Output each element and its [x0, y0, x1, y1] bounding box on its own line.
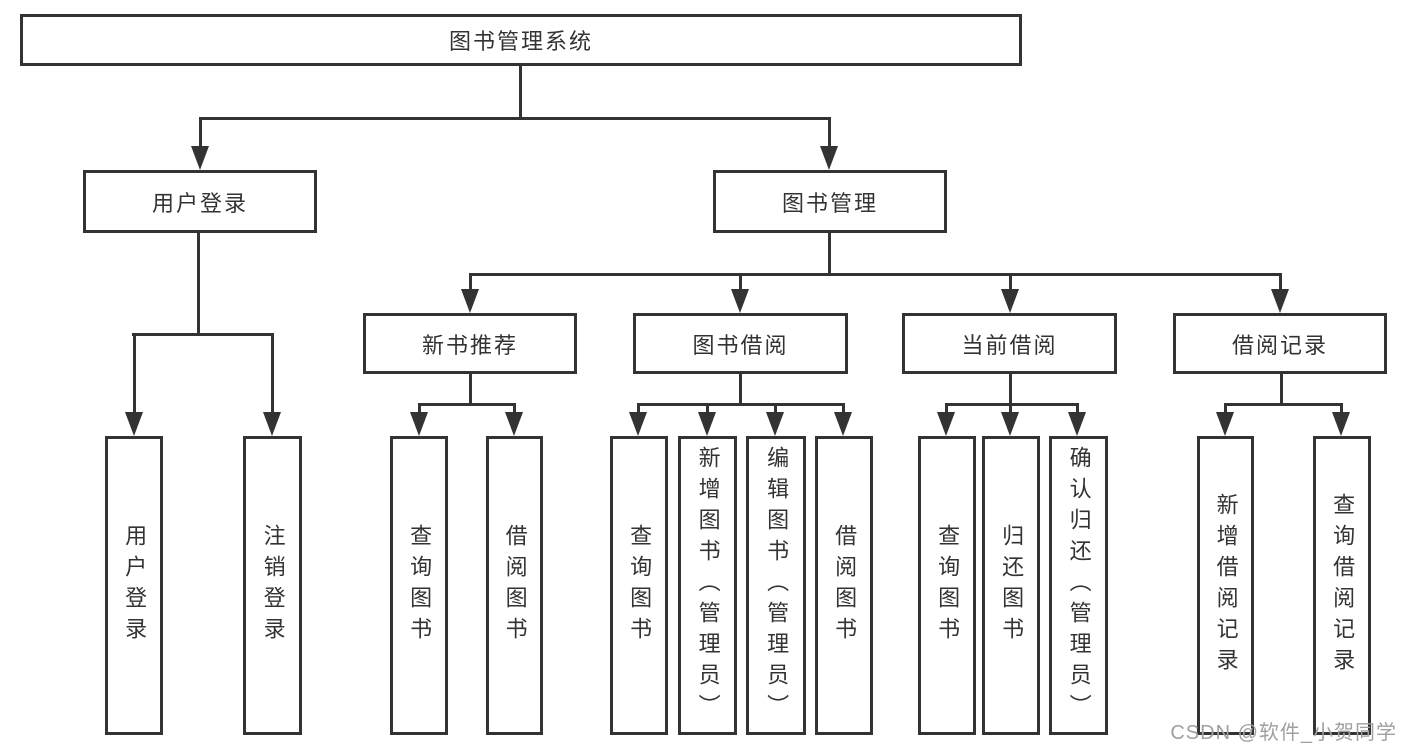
node-nbr-borrow-books: 借阅图书 — [486, 436, 543, 735]
connector-nbr-split — [418, 403, 516, 406]
connector-user-login-stem — [197, 233, 200, 333]
connector-root-stem — [519, 66, 522, 117]
arrowhead-bb-borrow — [834, 412, 852, 436]
watermark: CSDN @软件_小贺同学 — [1170, 722, 1397, 744]
connector-cb-stem — [1009, 374, 1012, 403]
node-new-book-recommend: 新书推荐 — [363, 313, 577, 374]
arrowhead-borrow-records — [1271, 289, 1289, 313]
connector-drop-nbr-borrow — [513, 403, 516, 413]
node-user-login: 用户登录 — [83, 170, 317, 233]
arrowhead-user-login — [191, 146, 209, 170]
node-bb-borrow-books: 借阅图书 — [815, 436, 873, 735]
arrowhead-bb-add — [698, 412, 716, 436]
arrowhead-book-mgmt — [820, 146, 838, 170]
connector-drop-borrow-records — [1279, 273, 1282, 290]
connector-drop-logout-leaf — [271, 333, 274, 412]
connector-drop-br-add — [1224, 403, 1227, 413]
connector-book-mgmt-stem — [828, 233, 831, 273]
node-nbr-query-books: 查询图书 — [390, 436, 448, 735]
node-borrowing-records: 借阅记录 — [1173, 313, 1387, 374]
arrowhead-bb-query — [629, 412, 647, 436]
connector-drop-nbr-query — [418, 403, 421, 413]
node-br-add-record: 新增借阅记录 — [1197, 436, 1254, 735]
connector-drop-cb-return — [1009, 403, 1012, 413]
node-bb-add-books-admin: 新增图书（管理员） — [678, 436, 737, 735]
arrowhead-book-borrow — [731, 289, 749, 313]
arrowhead-cb-return — [1001, 412, 1019, 436]
connector-drop-bb-query — [637, 403, 640, 413]
node-book-management-system: 图书管理系统 — [20, 14, 1022, 66]
node-bb-edit-books-admin: 编辑图书（管理员） — [746, 436, 806, 735]
arrowhead-logout-leaf — [263, 412, 281, 436]
arrowhead-br-add — [1216, 412, 1234, 436]
node-bb-query-books: 查询图书 — [610, 436, 668, 735]
connector-level3-branch — [469, 273, 1281, 276]
arrowhead-new-book-rec — [461, 289, 479, 313]
node-cb-return-books: 归还图书 — [982, 436, 1040, 735]
connector-drop-current-borrow — [1009, 273, 1012, 290]
connector-br-split — [1224, 403, 1342, 406]
connector-drop-cb-confirm — [1076, 403, 1079, 413]
arrowhead-user-login-leaf — [125, 412, 143, 436]
connector-bb-stem — [739, 374, 742, 403]
node-current-borrowing: 当前借阅 — [902, 313, 1117, 374]
arrowhead-cb-query — [937, 412, 955, 436]
arrowhead-nbr-query — [410, 412, 428, 436]
arrowhead-cb-confirm — [1068, 412, 1086, 436]
connector-level2-branch — [199, 117, 831, 120]
node-br-query-record: 查询借阅记录 — [1313, 436, 1371, 735]
connector-drop-br-query — [1340, 403, 1343, 413]
connector-user-login-split — [132, 333, 274, 336]
node-cb-confirm-return-admin: 确认归还（管理员） — [1049, 436, 1108, 735]
node-bb-edit-books-admin-label: 编辑图书（管理员） — [764, 446, 790, 725]
node-bb-borrow-books-label: 借阅图书 — [832, 523, 858, 648]
connector-drop-cb-query — [945, 403, 948, 413]
arrowhead-bb-edit — [766, 412, 784, 436]
node-br-query-record-label: 查询借阅记录 — [1330, 492, 1356, 679]
connector-drop-book-borrow — [739, 273, 742, 290]
arrowhead-nbr-borrow — [505, 412, 523, 436]
connector-drop-new-book-rec — [469, 273, 472, 290]
connector-drop-user-login-leaf — [133, 333, 136, 412]
connector-cb-split — [945, 403, 1079, 406]
node-cb-confirm-return-admin-label: 确认归还（管理员） — [1066, 446, 1092, 725]
node-nbr-query-books-label: 查询图书 — [407, 523, 433, 648]
arrowhead-current-borrow — [1001, 289, 1019, 313]
connector-br-stem — [1280, 374, 1283, 403]
connector-drop-bb-add — [706, 403, 709, 413]
node-bb-add-books-admin-label: 新增图书（管理员） — [695, 446, 721, 725]
node-logout-leaf: 注销登录 — [243, 436, 302, 735]
node-logout-leaf-label: 注销登录 — [260, 523, 286, 648]
node-book-management: 图书管理 — [713, 170, 947, 233]
connector-drop-book-mgmt — [828, 117, 831, 147]
node-br-add-record-label: 新增借阅记录 — [1213, 492, 1239, 679]
connector-drop-bb-edit — [774, 403, 777, 413]
connector-nbr-stem — [469, 374, 472, 403]
connector-bb-split — [637, 403, 844, 406]
node-nbr-borrow-books-label: 借阅图书 — [502, 523, 528, 648]
node-cb-query-books: 查询图书 — [918, 436, 976, 735]
node-user-login-leaf: 用户登录 — [105, 436, 163, 735]
connector-drop-user-login — [199, 117, 202, 147]
connector-drop-bb-borrow — [842, 403, 845, 413]
node-cb-return-books-label: 归还图书 — [999, 523, 1025, 648]
node-book-borrowing: 图书借阅 — [633, 313, 848, 374]
node-user-login-leaf-label: 用户登录 — [122, 523, 148, 648]
node-cb-query-books-label: 查询图书 — [935, 523, 961, 648]
node-bb-query-books-label: 查询图书 — [627, 523, 653, 648]
arrowhead-br-query — [1332, 412, 1350, 436]
